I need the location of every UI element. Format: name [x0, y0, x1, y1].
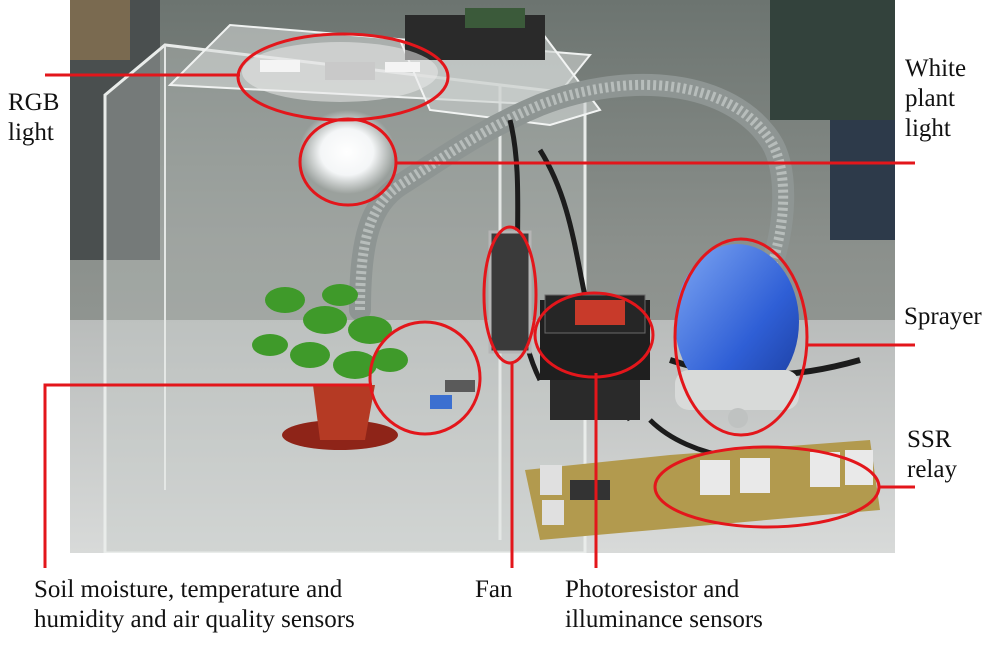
sensors-leader: [43, 383, 372, 568]
photoresistor-label: Photoresistor and illuminance sensors: [565, 576, 763, 633]
sensors-marker: [368, 320, 482, 436]
white-plant-light-marker: [298, 117, 398, 207]
rgb-light-label: RGB light: [8, 89, 60, 146]
white-plant-light-label: White plant light: [905, 55, 967, 142]
soil-sensors-label: Soil moisture, temperature and humidity …: [34, 576, 355, 633]
rgb-light-marker: [236, 32, 450, 122]
ssr-relay-marker: [653, 445, 881, 529]
sprayer-label: Sprayer: [904, 303, 982, 330]
board-marker: [533, 291, 655, 379]
fan-marker: [482, 225, 538, 365]
sprayer-marker: [673, 237, 809, 437]
ssr-relay-label: SSR relay: [907, 426, 957, 483]
greenhouse-photo: [70, 0, 895, 553]
fan-label: Fan: [475, 576, 513, 603]
